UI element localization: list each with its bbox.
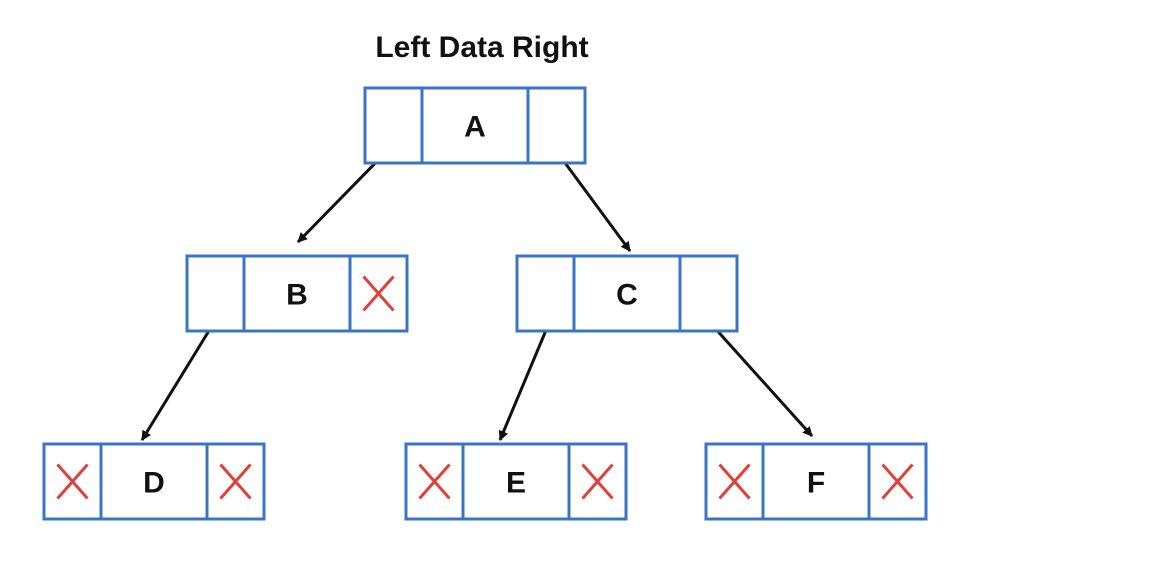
pointer-arrow-c-right-to-f bbox=[702, 314, 814, 438]
right-null-x-icon bbox=[581, 463, 614, 500]
node-data-label: D bbox=[143, 467, 165, 500]
node-data-label: E bbox=[506, 467, 526, 500]
left-null-x-icon bbox=[418, 463, 451, 500]
right-null-x-icon bbox=[881, 463, 914, 500]
node-frame bbox=[363, 86, 587, 165]
tree-node-a: A bbox=[363, 86, 587, 165]
pointer-arrow-c-left-to-e bbox=[498, 315, 554, 441]
tree-node-e: E bbox=[404, 442, 628, 521]
left-null-x-icon bbox=[718, 463, 751, 500]
tree-nodes: A B C D E F bbox=[42, 86, 928, 521]
tree-node-c: C bbox=[515, 254, 739, 333]
tree-node-b: B bbox=[185, 254, 409, 333]
node-frame bbox=[185, 254, 409, 333]
pointer-arrows bbox=[140, 146, 814, 441]
node-data-label: B bbox=[286, 279, 308, 312]
left-null-x-icon bbox=[56, 463, 89, 500]
pointer-arrow-b-left-to-d bbox=[140, 315, 220, 441]
right-null-x-icon bbox=[362, 275, 395, 312]
node-frame bbox=[515, 254, 739, 333]
tree-node-f: F bbox=[704, 442, 928, 521]
pointer-arrow-a-right-to-c bbox=[555, 151, 632, 252]
node-frame bbox=[42, 442, 266, 521]
node-frame bbox=[704, 442, 928, 521]
node-frame bbox=[404, 442, 628, 521]
node-data-label: F bbox=[807, 467, 825, 500]
node-data-label: A bbox=[464, 111, 486, 144]
structure-header-label: Left Data Right bbox=[375, 31, 588, 64]
node-data-label: C bbox=[616, 279, 638, 312]
tree-node-d: D bbox=[42, 442, 266, 521]
right-null-x-icon bbox=[219, 463, 252, 500]
